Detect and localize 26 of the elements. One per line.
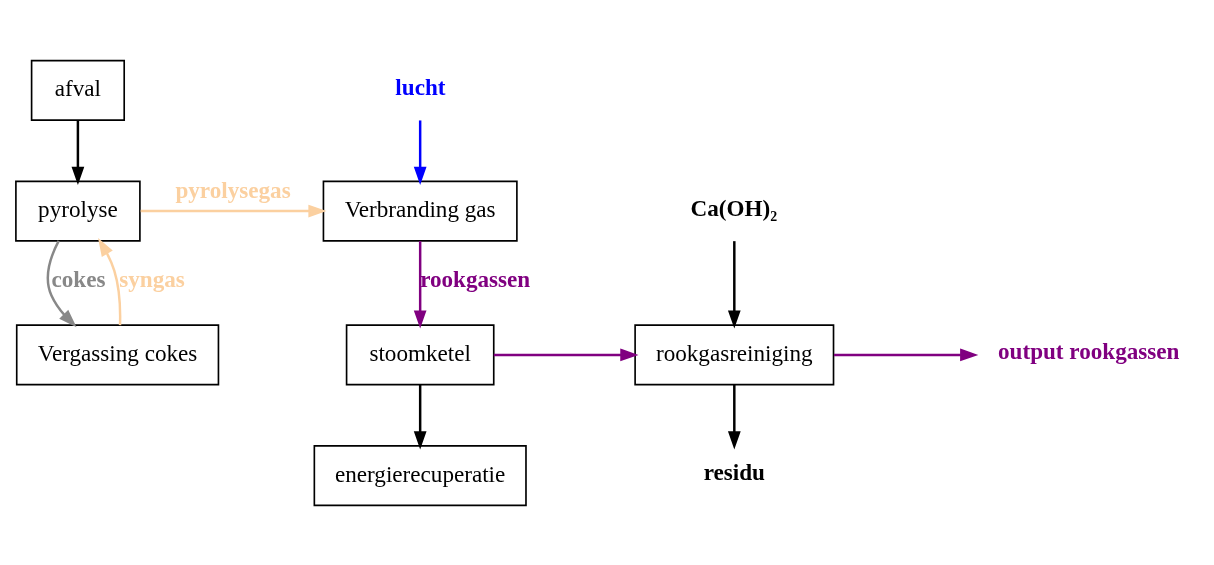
node-text: Ca(OH)₂ <box>690 194 778 221</box>
arrow <box>140 204 327 217</box>
node-box: afval <box>30 59 126 121</box>
edge-label: cokes <box>51 265 106 292</box>
arrow <box>413 119 427 185</box>
node-text: lucht <box>395 73 446 100</box>
node-box: Vergassing cokes <box>15 323 220 385</box>
node-box: stoomketel <box>345 323 495 385</box>
edge-label: pyrolysegas <box>175 176 291 203</box>
arrow <box>71 119 85 185</box>
arrow <box>727 240 741 329</box>
node-box: pyrolyse <box>15 180 141 242</box>
arrow <box>413 384 427 450</box>
node-text: residu <box>703 458 765 485</box>
node-box: rookgasreiniging <box>634 323 835 385</box>
arrow <box>493 348 639 361</box>
arrow <box>727 384 741 450</box>
node-box: energierecuperatie <box>313 444 527 506</box>
arrow <box>98 237 122 325</box>
edge-label: syngas <box>119 265 185 292</box>
node-box: Verbranding gas <box>322 180 518 242</box>
edge-label: rookgassen <box>420 265 531 292</box>
arrow <box>46 239 77 327</box>
arrow <box>413 240 427 329</box>
node-text: output rookgassen <box>998 337 1180 364</box>
arrow <box>834 348 979 361</box>
